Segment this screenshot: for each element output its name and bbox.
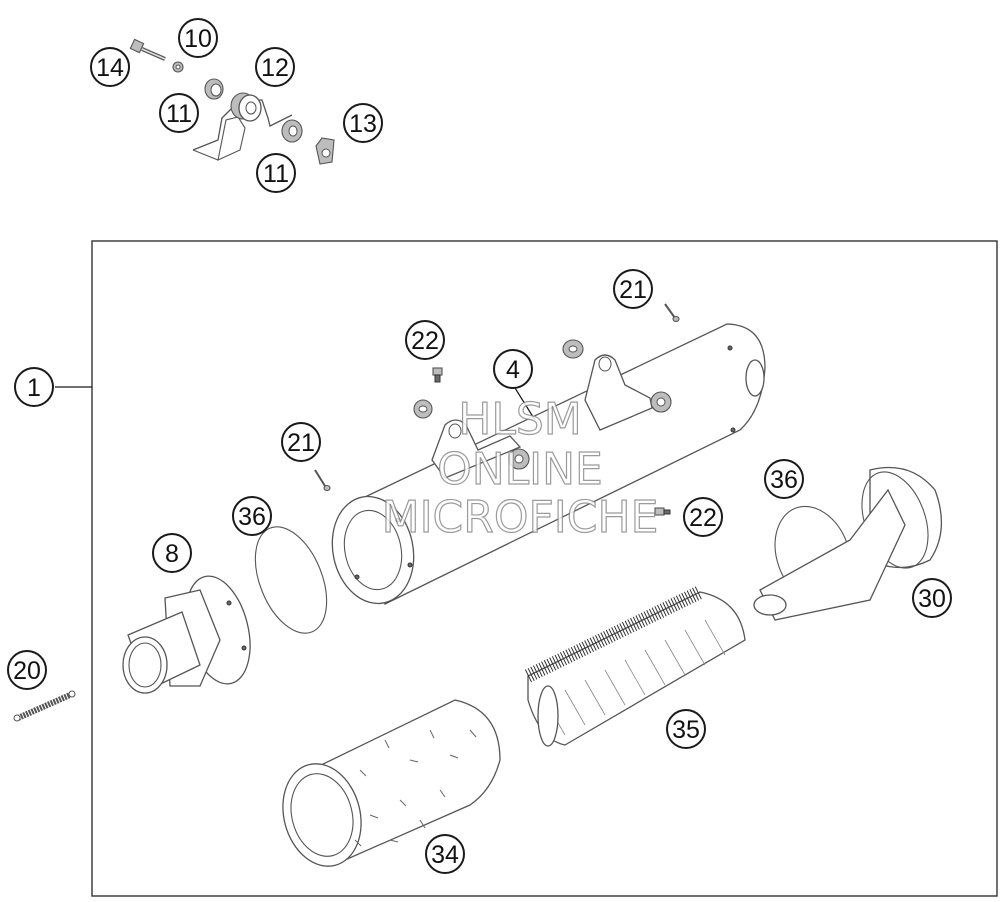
svg-text:21: 21	[287, 429, 315, 457]
rivet-21-upper-part	[664, 303, 680, 323]
svg-text:8: 8	[165, 540, 179, 568]
rivet-21-lower-part	[314, 469, 331, 492]
svg-text:12: 12	[261, 54, 289, 82]
svg-text:10: 10	[184, 25, 212, 53]
callout-35: 35	[666, 709, 706, 749]
svg-text:4: 4	[506, 356, 520, 384]
svg-text:11: 11	[263, 160, 289, 188]
svg-text:22: 22	[411, 327, 439, 355]
callout-36-left: 36	[232, 496, 272, 536]
svg-text:30: 30	[918, 585, 946, 613]
grommet-11-bottom-part	[281, 119, 303, 143]
svg-text:13: 13	[349, 110, 377, 138]
callout-22-upper: 22	[405, 320, 445, 360]
callout-14: 14	[90, 47, 130, 87]
mounting-hardware-group	[129, 38, 335, 165]
silencer-body-4-part	[331, 323, 766, 605]
svg-text:35: 35	[672, 716, 700, 744]
callout-4: 4	[493, 349, 533, 389]
watermark-line-1: HLSM	[458, 394, 582, 445]
svg-text:11: 11	[166, 100, 192, 128]
callout-13: 13	[343, 103, 383, 143]
watermark-line-3: MICROFICHE	[382, 492, 659, 543]
svg-text:20: 20	[13, 657, 41, 685]
spring-20-part	[13, 690, 76, 722]
svg-text:22: 22	[689, 504, 717, 532]
screw-22-right-part	[654, 507, 671, 516]
svg-text:21: 21	[619, 276, 647, 304]
grommet-11-top-part	[204, 78, 224, 100]
packing-35-part	[524, 585, 746, 747]
insulation-34-part	[282, 699, 501, 867]
leader-4	[514, 387, 536, 421]
bushing-12-part	[230, 92, 262, 122]
svg-text:36: 36	[238, 503, 266, 531]
callout-30: 30	[912, 578, 952, 618]
end-cap-30-part	[753, 466, 943, 621]
callout-11-top: 11	[159, 93, 199, 133]
end-cap-8-part	[122, 575, 251, 694]
callout-11-bottom: 11	[256, 153, 296, 193]
callout-10: 10	[178, 18, 218, 58]
callout-21-upper: 21	[613, 269, 653, 309]
gasket-36-left-part	[254, 526, 328, 634]
assembly-frame	[91, 240, 998, 897]
watermark-line-2: ONLINE	[437, 444, 603, 495]
speed-nut-13-part	[315, 137, 335, 165]
callout-1: 1	[14, 367, 54, 407]
callout-12: 12	[255, 47, 295, 87]
svg-text:34: 34	[431, 841, 459, 869]
svg-text:14: 14	[96, 54, 124, 82]
callout-8: 8	[152, 533, 192, 573]
callout-22-right: 22	[683, 497, 723, 537]
bolt-14-part	[129, 38, 166, 61]
screw-22-upper-part	[432, 367, 443, 383]
callout-21-lower: 21	[281, 422, 321, 462]
svg-text:36: 36	[770, 466, 798, 494]
callout-36-right: 36	[764, 459, 804, 499]
callout-34: 34	[425, 834, 465, 874]
callout-20: 20	[7, 650, 47, 690]
svg-text:1: 1	[27, 374, 41, 402]
